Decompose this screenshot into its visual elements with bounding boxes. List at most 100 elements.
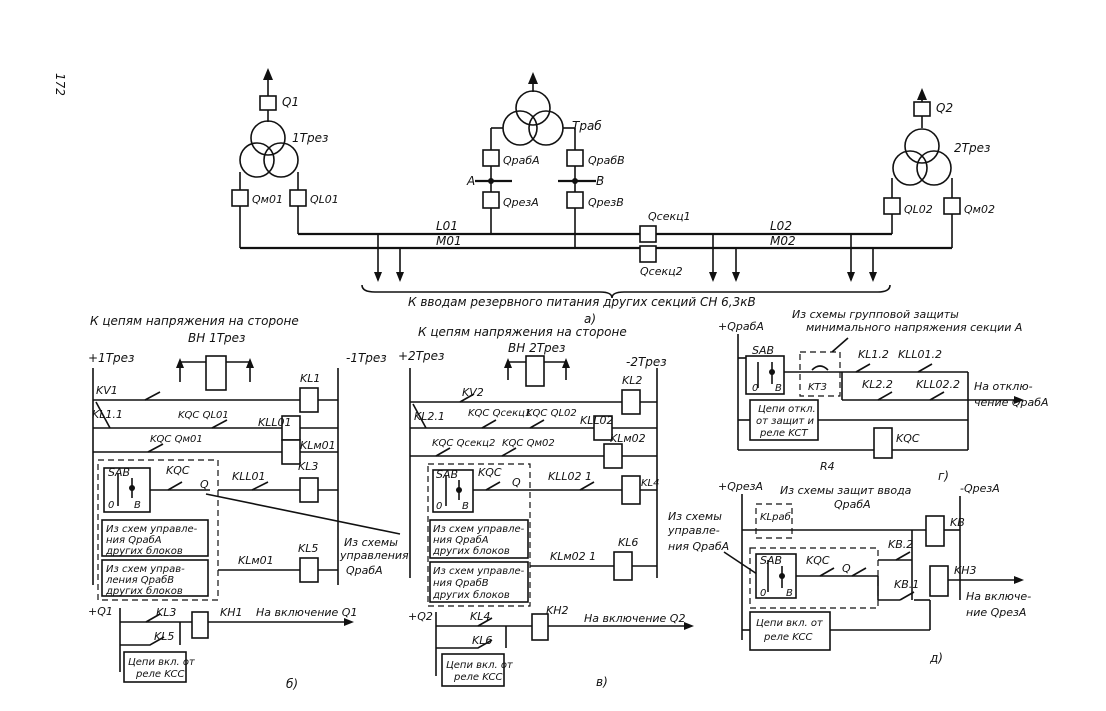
g-off-2: чение QрабA [974,396,1049,409]
c-kcc-1: Цепи вкл. от [446,660,514,671]
label-l01: L01 [436,219,458,233]
middle-note-2: управления [339,549,409,562]
g-note-2: минимального напряжения секции A [806,321,1022,334]
d-sab-0: 0 [760,588,766,599]
c-minus: -2Tрез [626,355,667,369]
c-kl-l02-contact: KLL02 1 [548,470,592,483]
c-sab-0: 0 [436,501,442,512]
letter-g: г) [938,469,949,483]
d-plus: +QрезA [718,480,763,493]
label-ql02: QL02 [904,203,933,216]
d-from-1: Из схемы [668,510,722,523]
b-header-1: К цепям напряжения на стороне [90,314,299,328]
c-plus: +2Tрез [398,349,444,363]
g-kll01-2: KLL01.2 [898,348,942,361]
c-sab-v: В [462,501,469,512]
g-kt3: KT3 [808,382,827,393]
label-qrez-a: QрезA [503,196,539,209]
b-from2: Из схем управ- [106,564,185,575]
b-sab: SAB [108,466,130,479]
middle-note-3: QрабA [346,564,383,577]
d-kh3: KH3 [954,564,976,577]
c-from2c: других блоков [432,589,510,601]
b-kl11: KL1.1 [92,408,123,421]
b-kcc-1: Цепи вкл. от [128,657,196,668]
label-q1: Q1 [282,95,299,109]
d-note-1: Из схемы защит ввода [780,484,912,497]
g-off-1: На отклю- [974,380,1033,393]
control-circuit-b: К цепям напряжения на стороне ВН 1Tрез +… [88,314,387,691]
c-kl21: KL2.1 [414,410,445,423]
label-qrab-a: QрабA [503,154,540,167]
caption-other-sections: К вводам резервного питания других секци… [408,295,756,309]
g-sab-0: 0 [752,383,758,394]
g-r4: R4 [820,460,835,473]
d-minus: -QрезA [960,482,1000,495]
g-kll02-2: KLL02.2 [916,378,960,391]
c-kl-m02: KLм02 [610,432,646,445]
c-q: Q [512,476,521,489]
d-kb2: KB.2 [888,538,913,551]
b-from1b: ния QрабA [106,534,162,546]
b-kl-l01-contact: KLL01 [232,470,265,483]
d-kqc: KQC [806,554,830,567]
label-qrez-b: QрезB [588,196,624,209]
label-qrab-b: QрабB [588,154,625,167]
d-sab-v: В [786,588,793,599]
c-q2-plus: +Q2 [408,610,433,623]
g-sab: SAB [752,344,774,357]
label-q2: Q2 [936,101,953,115]
g-plus: +QрабA [718,320,764,333]
g-note-1: Из схемы групповой защиты [792,308,959,321]
c-kl6-contact: KL6 [472,634,492,647]
b-kl1: KL1 [300,372,320,385]
c-from2: Из схем управле- [433,566,525,577]
c-kl4-contact: KL4 [470,610,490,623]
c-from2b: ния QрабB [433,577,489,589]
g-sab-v: В [775,383,782,394]
c-header-1: К цепям напряжения на стороне [418,325,627,339]
control-circuit-v: К цепям напряжения на стороне ВН 2Tрез +… [398,325,694,689]
label-qm02: Qм02 [964,203,995,216]
letter-d: д) [929,651,943,665]
letter-a: а) [584,312,596,326]
c-sab: SAB [436,468,458,481]
b-kqc: KQC [166,464,190,477]
c-kqc-m02: KQC Qм02 [502,438,555,449]
c-kcc-2: реле KCC [453,672,502,683]
label-qm01: Qм01 [252,193,283,206]
label-qsekc1: Qсекц1 [648,210,691,223]
b-kcc-2: реле KCC [135,669,184,680]
g-kl22: KL2.2 [862,378,893,391]
page-number: 172 [53,73,67,96]
b-q1-plus: +Q1 [88,605,113,618]
c-kh2: KH2 [546,604,568,617]
middle-note-1: Из схемы [344,536,398,549]
letter-b: б) [286,677,298,691]
c-kl-l02: KLL02 [580,414,613,427]
b-kh1: KH1 [220,606,242,619]
label-ql01: QL01 [310,193,339,206]
d-from-3: ния QрабA [668,540,729,553]
b-kl5: KL5 [298,542,318,555]
c-kl2: KL2 [622,374,642,387]
b-kv1: KV1 [96,384,118,397]
d-kb1: KB.1 [894,578,919,591]
c-on-q2: На включение Q2 [584,612,685,625]
control-circuit-d: +QрезA -QрезA Из схемы защит ввода QрабA… [667,480,1031,665]
d-kcc-2: реле KCC [763,632,812,643]
c-from1: Из схем управле- [433,524,525,535]
label-trab: Tраб [572,119,602,133]
d-on-1: На включе- [966,590,1031,603]
control-circuit-g: +QрабA Из схемы групповой защиты минимал… [718,308,1049,483]
d-kl-rab: KLраб [760,511,791,523]
c-kqc-sekc2: KQC Qсекц2 [432,438,495,449]
c-kl6: KL6 [618,536,638,549]
d-kb: KB [950,516,965,529]
g-prot-2: от защит и [756,416,814,427]
b-from1: Из схем управле- [106,524,198,535]
label-m02: M02 [770,234,796,248]
g-kqc: KQC [896,432,920,445]
g-prot-1: Цепи откл. [758,404,816,415]
d-sab: SAB [760,554,782,567]
